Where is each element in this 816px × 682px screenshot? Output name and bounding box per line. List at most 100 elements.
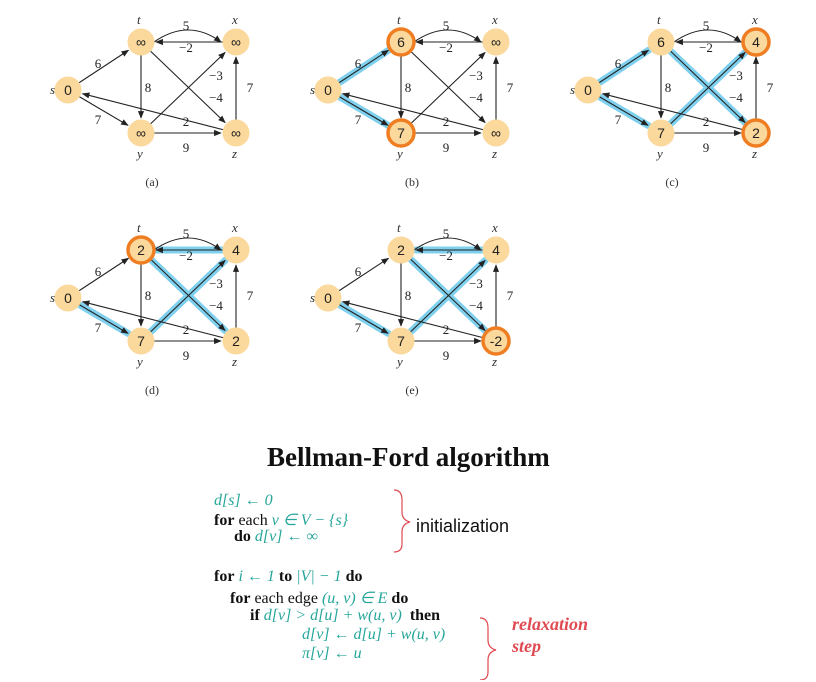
- edge-weight-st: 6: [355, 264, 362, 279]
- vertex-distance-z: 2: [232, 333, 240, 349]
- edge-weight-zx: 7: [247, 80, 254, 95]
- vertex-name-z: z: [751, 146, 757, 161]
- vertex-name-y: y: [395, 146, 403, 161]
- edge-yx: [410, 51, 486, 125]
- edge-weight-yz: 9: [183, 140, 190, 155]
- edge-weight-xt: −2: [439, 40, 453, 55]
- vertex-x: [222, 236, 250, 264]
- edge-weight-zx: 7: [767, 80, 774, 95]
- edge-weight-zs: 2: [443, 322, 450, 337]
- vertex-name-t: t: [137, 12, 141, 27]
- edge-tz: [410, 258, 486, 332]
- edge-st: [338, 49, 390, 84]
- vertex-distance-t: 6: [657, 34, 665, 50]
- line-update-d: d[v] ← d[u] + w(u, v): [302, 626, 445, 644]
- relax-brace: [479, 617, 497, 680]
- kw-do: do: [234, 528, 251, 545]
- edge-weight-tx: 5: [703, 18, 710, 33]
- vertex-t: [127, 28, 155, 56]
- vertex-distance-t: 2: [397, 242, 405, 258]
- edge-yx: [410, 259, 486, 333]
- vertex-name-x: x: [751, 12, 758, 27]
- edge-st: [338, 257, 390, 292]
- edge-tx: [413, 29, 482, 43]
- vertex-distance-y: ∞: [136, 125, 146, 141]
- edge-weight-tz: −4: [469, 90, 483, 105]
- edge-zs: [341, 92, 484, 131]
- vertex-t: [387, 236, 415, 264]
- kw-if: if: [250, 607, 260, 624]
- vertex-name-t: t: [397, 220, 401, 235]
- edge-weight-ty: 8: [405, 80, 412, 95]
- edge-tz: [670, 50, 746, 124]
- vertex-y: [127, 119, 155, 147]
- vertex-distance-z: ∞: [491, 125, 501, 141]
- line-for-each-edge: for each edge (u, v) ∈ E do: [230, 588, 408, 608]
- vertex-z: [222, 119, 250, 147]
- math-ds-zero: d[s] ← 0: [214, 492, 273, 509]
- math-update: d[v] ← d[u] + w(u, v): [302, 626, 446, 643]
- edge-zs: [601, 92, 744, 131]
- vertex-distance-z: ∞: [231, 125, 241, 141]
- vertex-distance-x: ∞: [491, 34, 501, 50]
- vertex-distance-y: 7: [137, 333, 145, 349]
- edge-weight-ty: 8: [405, 288, 412, 303]
- edge-yx: [150, 259, 226, 333]
- edge-weight-yx: −3: [729, 68, 743, 83]
- vertex-distance-y: 7: [397, 333, 405, 349]
- vertex-distance-x: 4: [492, 242, 500, 258]
- vertex-distance-x: ∞: [231, 34, 241, 50]
- edge-weight-tz: −4: [469, 298, 483, 313]
- kw-for: for: [230, 590, 251, 607]
- vertex-name-y: y: [655, 146, 663, 161]
- edge-weight-ty: 8: [145, 288, 152, 303]
- panel-caption: (e): [405, 383, 418, 397]
- vertex-name-y: y: [135, 146, 143, 161]
- edge-sy: [338, 96, 389, 126]
- panel-caption: (a): [145, 175, 158, 189]
- edge-weight-st: 6: [95, 264, 102, 279]
- vertex-distance-y: 7: [397, 125, 405, 141]
- vertex-name-x: x: [491, 220, 498, 235]
- vertex-name-z: z: [231, 354, 237, 369]
- edge-zs: [81, 300, 224, 339]
- line-for-i: for i ← 1 to |V| − 1 do: [214, 568, 363, 586]
- kw-for: for: [214, 568, 235, 585]
- vertex-name-z: z: [491, 146, 497, 161]
- vertex-name-y: y: [395, 354, 403, 369]
- vertex-name-x: x: [231, 220, 238, 235]
- edge-weight-yz: 9: [443, 140, 450, 155]
- vertex-s: [54, 76, 82, 104]
- line-update-pi: π[v] ← u: [302, 645, 362, 663]
- vertex-distance-x: 4: [232, 242, 240, 258]
- vertex-name-s: s: [310, 82, 315, 97]
- edge-tx: [153, 237, 222, 251]
- kw-do: do: [345, 568, 363, 585]
- math-condition: d[v] > d[u] + w(u, v): [263, 607, 402, 624]
- vertex-distance-x: 4: [752, 34, 760, 50]
- math-V-minus-1: |V| − 1: [296, 568, 342, 585]
- algorithm-title: Bellman-Ford algorithm: [267, 442, 550, 472]
- vertex-y: [386, 118, 416, 148]
- edge-weight-yx: −3: [469, 276, 483, 291]
- panel-caption: (c): [665, 175, 678, 189]
- vertex-name-z: z: [231, 146, 237, 161]
- vertex-distance-s: 0: [324, 82, 332, 98]
- edge-weight-tx: 5: [183, 18, 190, 33]
- edge-weight-zx: 7: [507, 288, 514, 303]
- panel-caption: (d): [145, 383, 159, 397]
- init-brace: [393, 489, 411, 553]
- vertex-distance-s: 0: [584, 82, 592, 98]
- line-for-each-vertex: for each v ∈ V − {s}: [214, 510, 348, 530]
- vertex-t: [386, 27, 416, 57]
- math-dv-inf: d[v] ← ∞: [254, 528, 318, 545]
- vertex-s: [54, 284, 82, 312]
- edge-weight-tx: 5: [443, 18, 450, 33]
- edge-weight-sy: 7: [615, 112, 622, 127]
- vertex-name-t: t: [137, 220, 141, 235]
- vertex-name-z: z: [491, 354, 497, 369]
- braces: [393, 489, 497, 680]
